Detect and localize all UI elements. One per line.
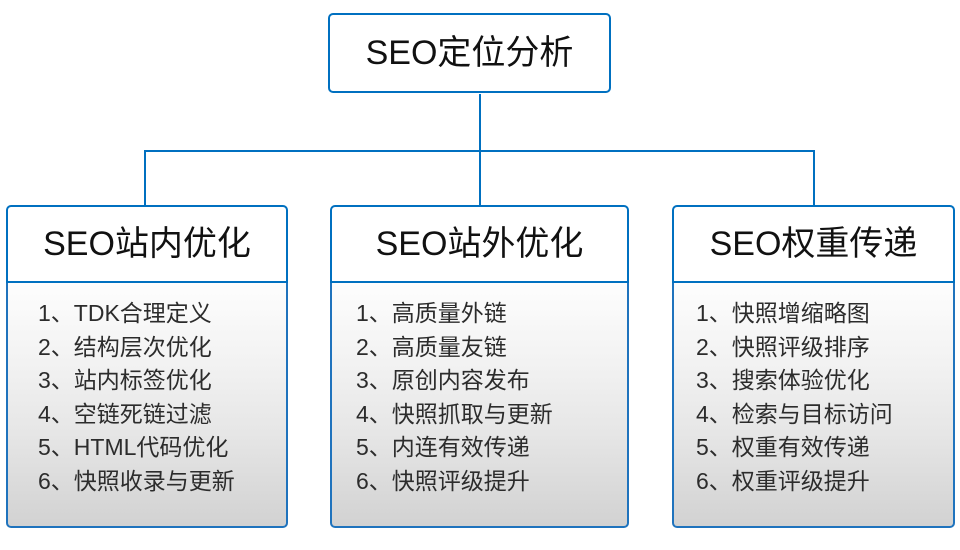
list-item[interactable]: 4、检索与目标访问 — [696, 400, 893, 427]
list-item[interactable]: 6、快照收录与更新 — [38, 467, 235, 494]
branch-column-2: SEO站外优化 1、高质量外链 2、高质量友链 3、原创内容发布 4、快照抓取与… — [330, 205, 629, 528]
branch-3-item-list: 1、快照增缩略图 2、快照评级排序 3、搜索体验优化 4、检索与目标访问 5、权… — [674, 297, 953, 498]
branch-2-header-label: SEO站外优化 — [375, 225, 584, 263]
list-item[interactable]: 2、结构层次优化 — [38, 333, 212, 360]
list-item[interactable]: 2、高质量友链 — [356, 333, 507, 360]
branch-1-header[interactable]: SEO站内优化 — [6, 205, 288, 283]
connector-branch-3-vertical — [813, 150, 815, 206]
connector-root-vertical — [479, 94, 481, 152]
branch-1-body: 1、TDK合理定义 2、结构层次优化 3、站内标签优化 4、空链死链过滤 5、H… — [6, 283, 288, 528]
branch-2-body: 1、高质量外链 2、高质量友链 3、原创内容发布 4、快照抓取与更新 5、内连有… — [330, 283, 629, 528]
list-item[interactable]: 3、搜索体验优化 — [696, 367, 870, 393]
branch-column-3: SEO权重传递 1、快照增缩略图 2、快照评级排序 3、搜索体验优化 4、检索与… — [672, 205, 955, 528]
list-item[interactable]: 6、权重评级提升 — [696, 467, 870, 494]
branch-column-1: SEO站内优化 1、TDK合理定义 2、结构层次优化 3、站内标签优化 4、空链… — [6, 205, 288, 528]
branch-1-header-label: SEO站内优化 — [43, 225, 251, 263]
list-item[interactable]: 5、内连有效传递 — [356, 434, 530, 460]
branch-3-header-label: SEO权重传递 — [709, 225, 918, 263]
list-item[interactable]: 1、快照增缩略图 — [696, 300, 870, 326]
connector-branch-2-vertical — [479, 150, 481, 206]
connector-branch-1-vertical — [144, 150, 146, 206]
branch-3-header[interactable]: SEO权重传递 — [672, 205, 955, 283]
list-item[interactable]: 2、快照评级排序 — [696, 333, 870, 360]
list-item[interactable]: 1、TDK合理定义 — [38, 300, 212, 326]
list-item[interactable]: 3、原创内容发布 — [356, 367, 530, 393]
list-item[interactable]: 6、快照评级提升 — [356, 467, 530, 494]
branch-2-item-list: 1、高质量外链 2、高质量友链 3、原创内容发布 4、快照抓取与更新 5、内连有… — [332, 297, 627, 498]
branch-1-item-list: 1、TDK合理定义 2、结构层次优化 3、站内标签优化 4、空链死链过滤 5、H… — [8, 297, 286, 498]
root-node[interactable]: SEO定位分析 — [328, 13, 611, 93]
list-item[interactable]: 3、站内标签优化 — [38, 367, 212, 393]
list-item[interactable]: 4、空链死链过滤 — [38, 400, 212, 427]
list-item[interactable]: 4、快照抓取与更新 — [356, 400, 553, 427]
root-node-label: SEO定位分析 — [365, 34, 574, 72]
list-item[interactable]: 1、高质量外链 — [356, 300, 507, 326]
branch-2-header[interactable]: SEO站外优化 — [330, 205, 629, 283]
list-item[interactable]: 5、权重有效传递 — [696, 434, 870, 460]
branch-3-body: 1、快照增缩略图 2、快照评级排序 3、搜索体验优化 4、检索与目标访问 5、权… — [672, 283, 955, 528]
list-item[interactable]: 5、HTML代码优化 — [38, 434, 229, 460]
